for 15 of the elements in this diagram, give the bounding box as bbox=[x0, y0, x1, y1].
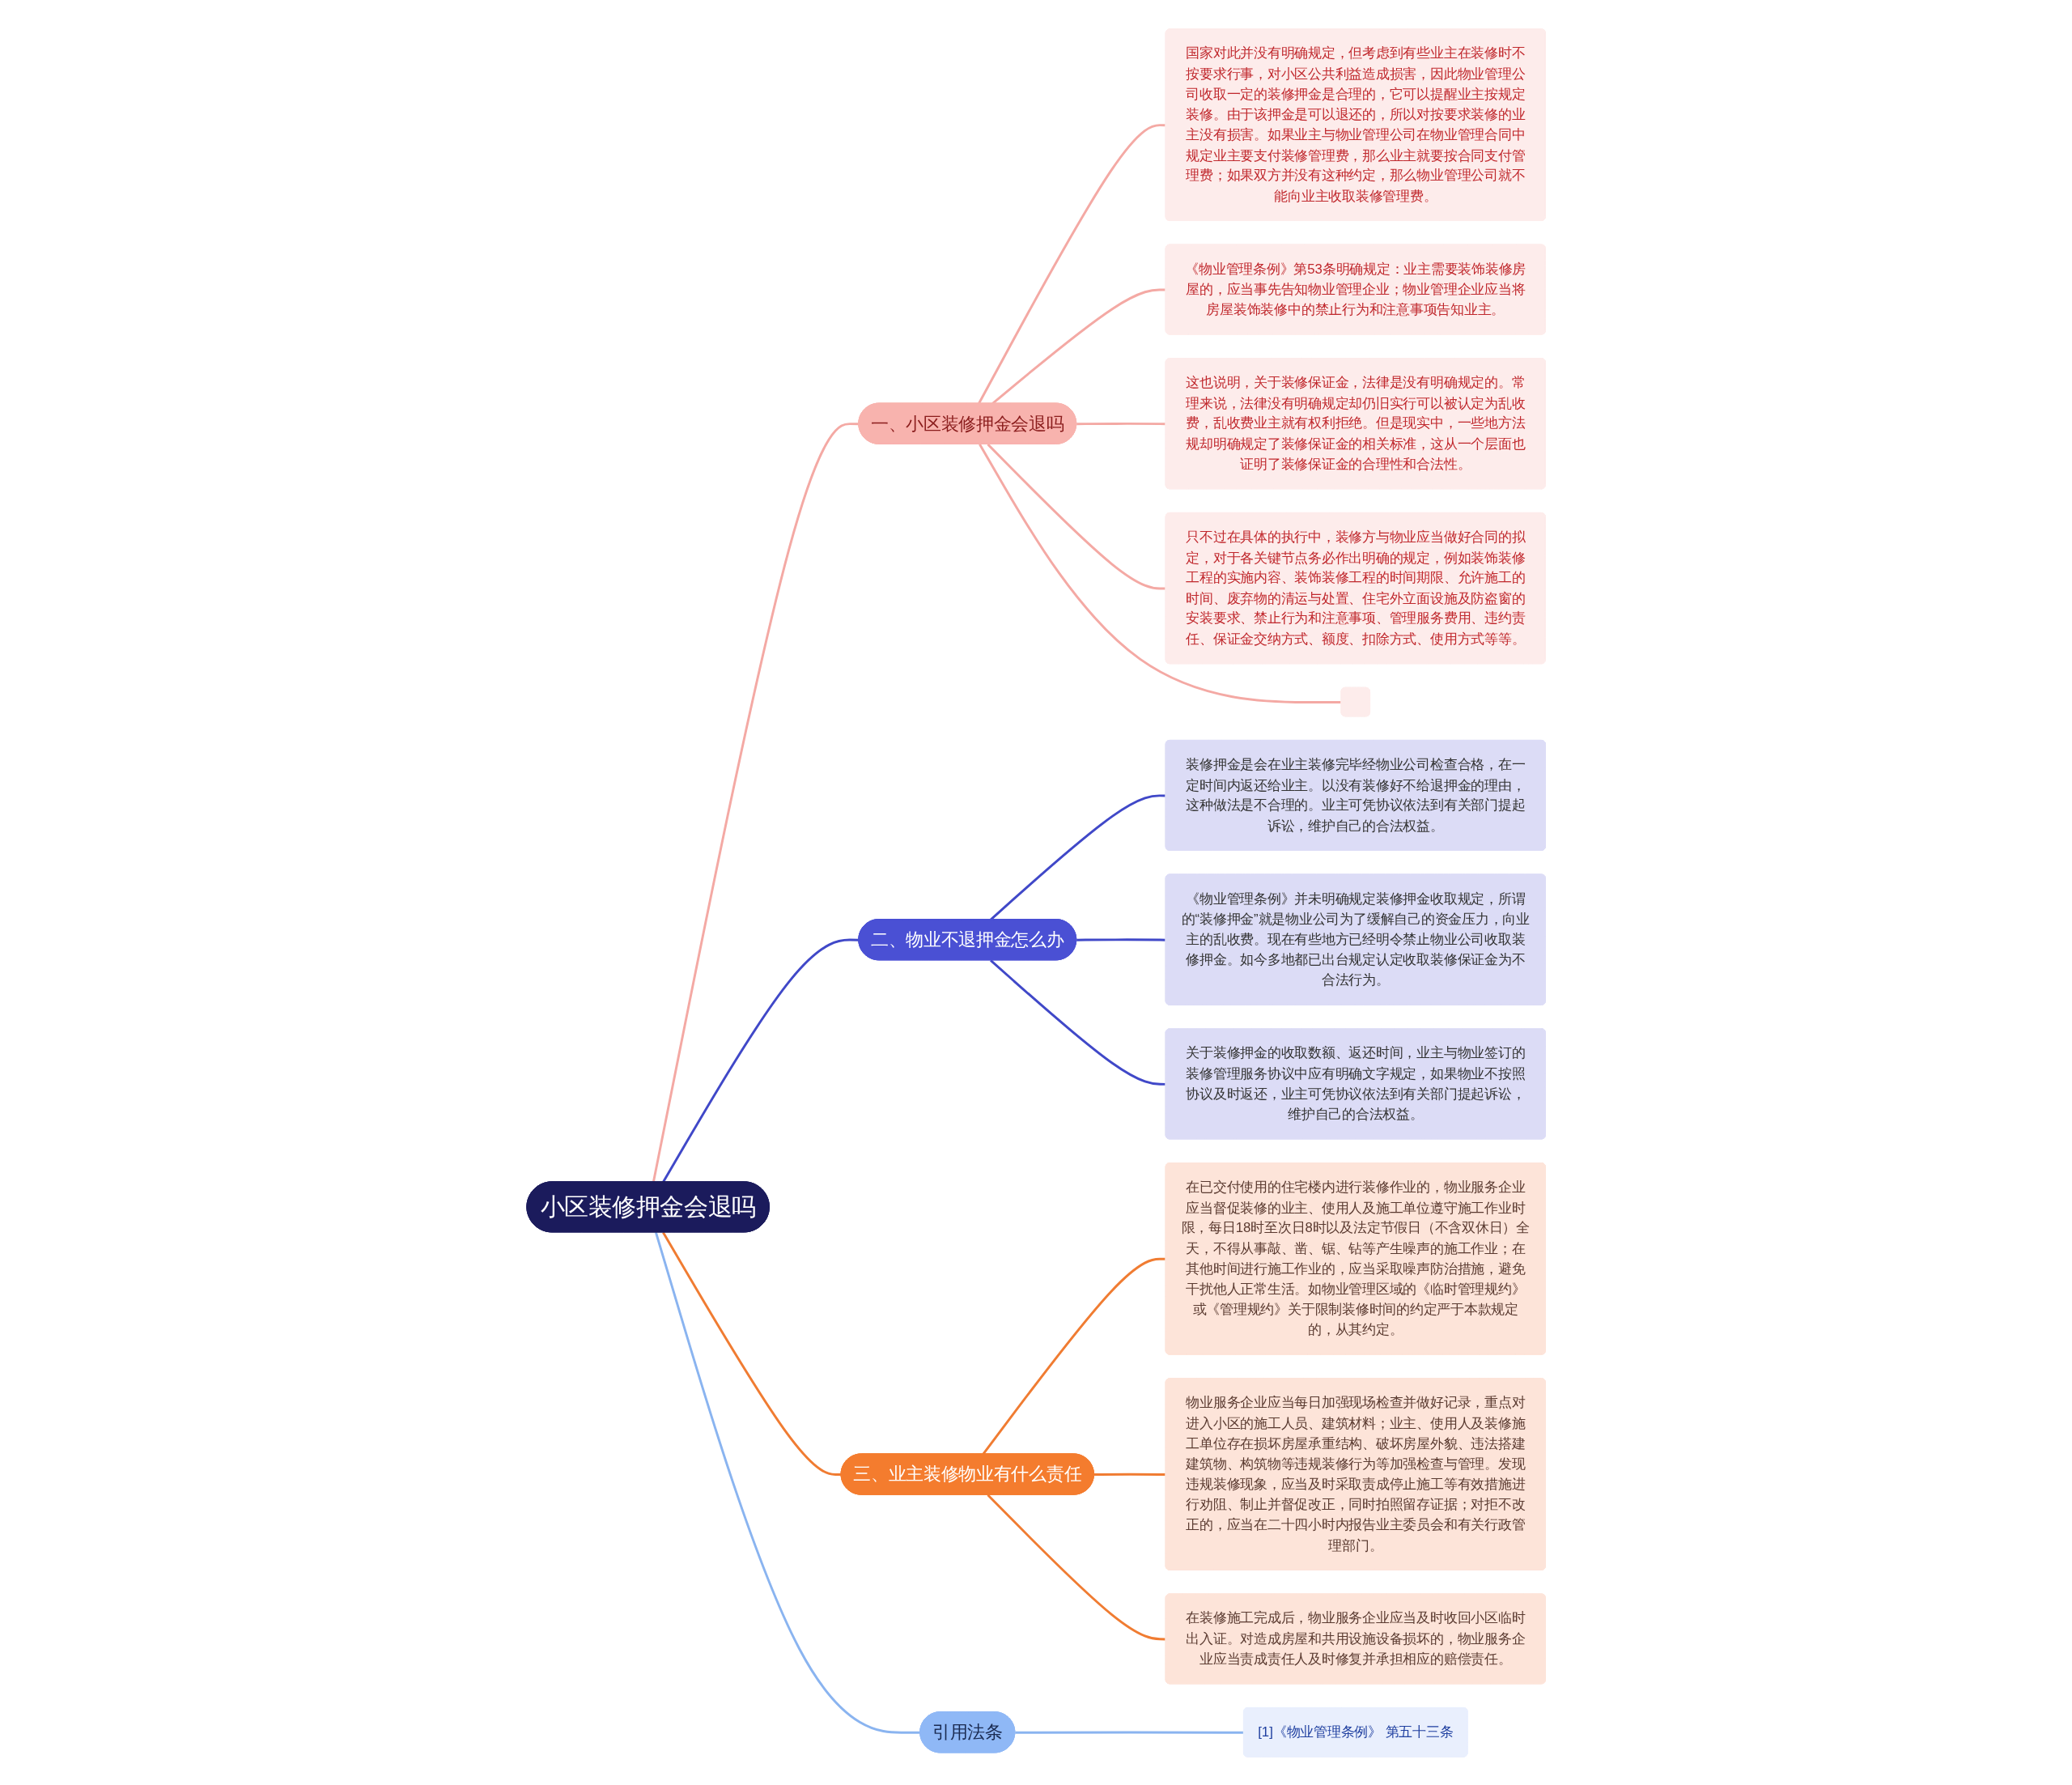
connector bbox=[987, 443, 1166, 590]
connector bbox=[654, 1231, 921, 1734]
connector bbox=[661, 1231, 842, 1476]
connector bbox=[987, 1494, 1166, 1640]
connector bbox=[1076, 937, 1166, 941]
connector bbox=[1093, 1473, 1166, 1476]
connector bbox=[1015, 1730, 1244, 1734]
connector bbox=[978, 443, 1342, 703]
connector bbox=[982, 1257, 1166, 1455]
connector bbox=[1076, 422, 1166, 425]
connector bbox=[661, 938, 860, 1183]
connector bbox=[989, 958, 1166, 1086]
connector bbox=[989, 793, 1166, 920]
connector bbox=[652, 422, 860, 1183]
connector bbox=[977, 123, 1166, 404]
